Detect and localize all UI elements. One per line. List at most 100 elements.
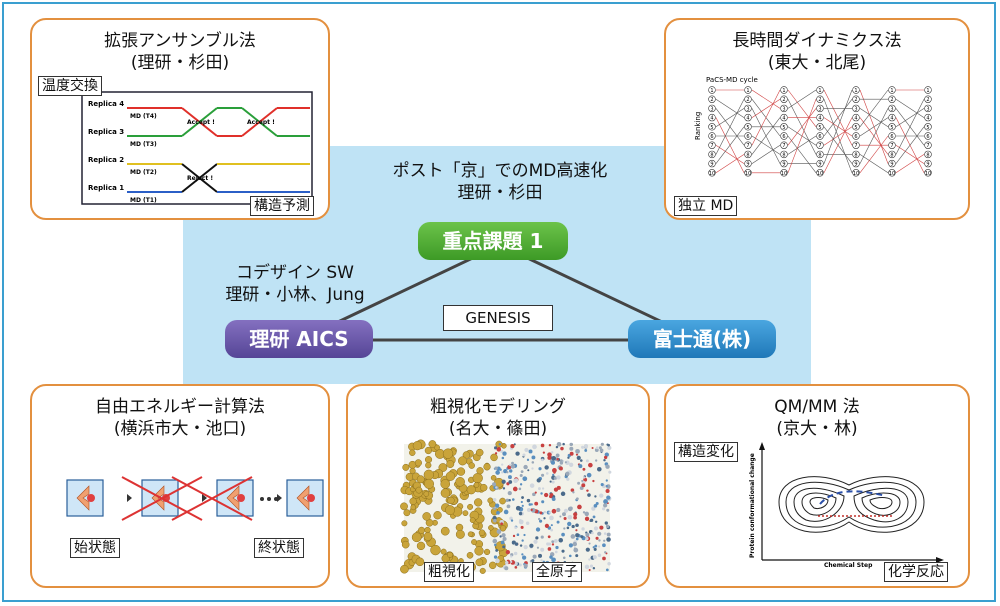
ranking-number: 8 — [782, 152, 785, 158]
atom — [540, 492, 543, 495]
atom — [569, 442, 573, 447]
atom — [515, 505, 521, 511]
ranking-node: 3 — [924, 104, 932, 112]
ranking-node: 3 — [852, 104, 860, 112]
ranking-node: 10 — [816, 169, 824, 177]
atom — [599, 525, 604, 530]
atom — [573, 515, 577, 520]
atom — [603, 499, 608, 504]
atom — [496, 510, 500, 515]
cg-bead — [456, 467, 466, 476]
atom — [575, 453, 579, 456]
atom — [529, 543, 534, 548]
atom — [549, 480, 552, 483]
atom — [500, 522, 504, 526]
cg-bead — [472, 472, 483, 484]
atom — [507, 490, 512, 496]
pacs-axis-label: PaCS-MD cycle — [706, 76, 758, 84]
atom — [513, 551, 518, 556]
atom — [605, 488, 610, 494]
cg-bead — [499, 497, 506, 505]
cg-bead — [424, 446, 433, 455]
atom — [522, 453, 526, 457]
cg-bead — [423, 491, 430, 497]
cg-bead — [468, 462, 475, 469]
cg-bead — [423, 469, 434, 480]
atom — [534, 501, 539, 506]
ranking-number: 4 — [782, 116, 785, 122]
atom — [505, 550, 510, 555]
atom — [502, 487, 506, 490]
ranking-number: 7 — [782, 143, 785, 149]
atom — [553, 487, 559, 492]
atom — [585, 459, 589, 463]
atom — [570, 534, 576, 539]
atom — [514, 565, 518, 569]
ranking-number: 6 — [890, 134, 893, 140]
cg-bead — [423, 532, 433, 541]
atom — [575, 533, 580, 538]
atom — [597, 531, 602, 536]
qmmm-xlabel: Chemical Step — [824, 562, 873, 569]
ranking-number: 4 — [710, 116, 713, 122]
atom — [523, 544, 528, 550]
atom — [536, 546, 540, 549]
atom — [510, 464, 516, 469]
codesign-line1: コデザイン SW — [235, 263, 354, 283]
atom — [523, 563, 528, 568]
atom — [565, 471, 570, 476]
ranking-number: 9 — [818, 162, 821, 168]
extended-title: 拡張アンサンブル法 (理研・杉田) — [32, 30, 328, 74]
atom — [604, 452, 609, 457]
atom — [606, 532, 611, 537]
atom — [599, 493, 604, 498]
ranking-node: 1 — [888, 86, 896, 94]
atom — [521, 539, 524, 542]
cg-bead — [479, 483, 488, 492]
ranking-number: 4 — [926, 116, 929, 122]
atom — [529, 483, 535, 488]
atom — [566, 526, 570, 530]
atom — [591, 506, 596, 511]
ranking-node: 1 — [708, 86, 716, 94]
ranking-number: 4 — [818, 116, 821, 122]
fujitsu-badge: 富士通(株) — [628, 320, 776, 358]
atom — [494, 452, 498, 455]
atom — [506, 504, 511, 509]
ranking-node: 5 — [816, 123, 824, 131]
cg-bead — [499, 525, 507, 532]
atom — [607, 445, 612, 451]
ranking-node: 2 — [924, 95, 932, 103]
cg-bead — [483, 463, 491, 471]
atom — [520, 470, 524, 474]
ranking-axis-label: Ranking — [694, 112, 702, 140]
free-energy-path-diagram — [66, 476, 324, 521]
atom — [492, 518, 497, 523]
atom — [581, 527, 585, 531]
atom — [520, 525, 524, 529]
atom — [558, 466, 563, 471]
atom — [552, 473, 555, 476]
atom — [513, 443, 516, 446]
ranking-number: 5 — [818, 125, 821, 131]
atom — [516, 533, 520, 536]
qmmm-ylabel: Protein conformational change — [749, 453, 756, 558]
atom — [563, 517, 567, 521]
arrow-icon — [277, 494, 282, 502]
ranking-node: 6 — [924, 132, 932, 140]
atom — [500, 449, 504, 453]
free-energy-title-line1: 自由エネルギー計算法 — [95, 397, 265, 417]
ranking-number: 3 — [854, 106, 857, 112]
cg-bead — [476, 467, 484, 475]
cg-bead — [445, 505, 455, 516]
cg-bead — [455, 477, 465, 487]
atom — [558, 537, 564, 543]
tag-temperature-exchange: 温度交換 — [38, 76, 102, 96]
ranking-number: 8 — [818, 152, 821, 158]
free-energy-title: 自由エネルギー計算法 (横浜市大・池口) — [32, 396, 328, 440]
atom — [518, 487, 522, 491]
atom — [536, 478, 541, 483]
atom — [586, 472, 592, 478]
cg-bead — [403, 509, 411, 517]
